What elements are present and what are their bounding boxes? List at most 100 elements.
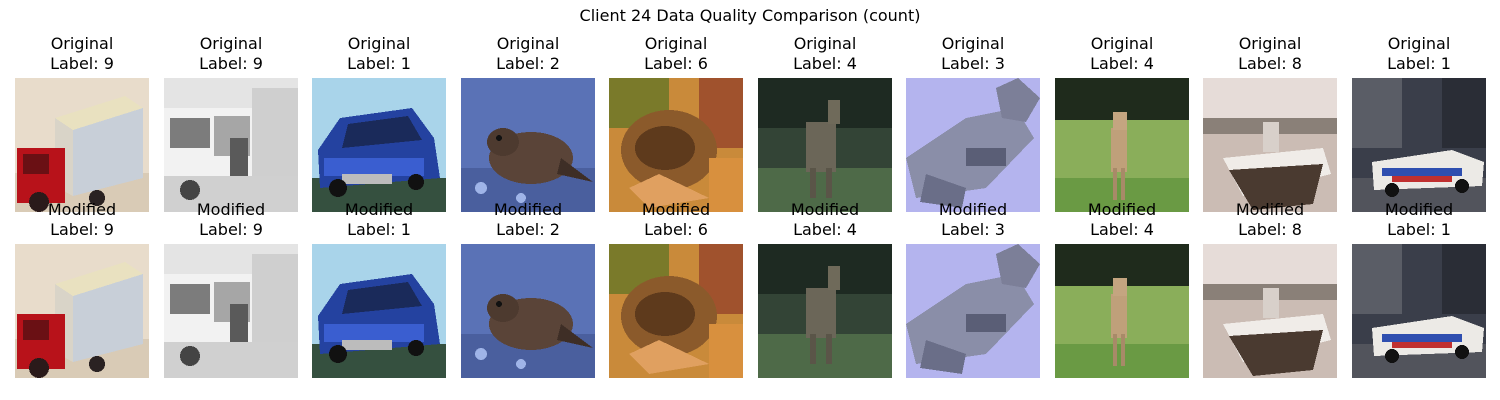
panel-row-label: Original <box>347 34 411 53</box>
sample-image-frog <box>609 78 743 212</box>
panel-row-label: Original <box>1238 34 1302 53</box>
panel-row-label: Modified <box>1235 200 1305 219</box>
panel-class-label: Label: 6 <box>644 220 708 239</box>
panel-class-label: Label: 1 <box>1387 220 1451 239</box>
panel-class-label: Label: 9 <box>50 54 114 73</box>
sample-image-boat <box>1203 78 1337 212</box>
panel-class-label: Label: 4 <box>1090 220 1154 239</box>
panel-class-label: Label: 1 <box>1387 54 1451 73</box>
sample-image-police-car <box>1352 244 1486 378</box>
panel-row-label: Original <box>1090 34 1154 53</box>
panel-row-label: Modified <box>344 200 414 219</box>
sample-image-frog <box>609 244 743 378</box>
panel-class-label: Label: 1 <box>347 220 411 239</box>
figure-title: Client 24 Data Quality Comparison (count… <box>579 6 921 25</box>
panel-row-label: Original <box>644 34 708 53</box>
panel-class-label: Label: 3 <box>941 220 1005 239</box>
panel-row-label: Modified <box>493 200 563 219</box>
sample-image-cat <box>906 78 1040 212</box>
panel-row-label: Original <box>1387 34 1451 53</box>
panel-class-label: Label: 8 <box>1238 220 1302 239</box>
panel-row-label: Modified <box>938 200 1008 219</box>
panel-class-label: Label: 4 <box>1090 54 1154 73</box>
sample-image-truck-gray <box>164 244 298 378</box>
sample-image-bird <box>461 78 595 212</box>
panel-row-label: Modified <box>1087 200 1157 219</box>
panel-row-label: Original <box>50 34 114 53</box>
sample-image-car-blue <box>312 244 446 378</box>
panel-class-label: Label: 2 <box>496 54 560 73</box>
sample-image-car-blue <box>312 78 446 212</box>
panel-row-label: Modified <box>641 200 711 219</box>
panel-class-label: Label: 9 <box>50 220 114 239</box>
panel-class-label: Label: 9 <box>199 220 263 239</box>
panel-class-label: Label: 9 <box>199 54 263 73</box>
sample-image-police-car <box>1352 78 1486 212</box>
sample-image-cat <box>906 244 1040 378</box>
panel-row-label: Modified <box>790 200 860 219</box>
panel-row-label: Modified <box>47 200 117 219</box>
panel-row-label: Original <box>199 34 263 53</box>
panel-class-label: Label: 6 <box>644 54 708 73</box>
sample-image-bird <box>461 244 595 378</box>
panel-class-label: Label: 1 <box>347 54 411 73</box>
sample-image-deer-dark <box>758 244 892 378</box>
panel-class-label: Label: 4 <box>793 54 857 73</box>
sample-image-truck-color <box>15 244 149 378</box>
panel-row-label: Original <box>941 34 1005 53</box>
sample-image-deer-dark <box>758 78 892 212</box>
panel-class-label: Label: 8 <box>1238 54 1302 73</box>
sample-image-truck-color <box>15 78 149 212</box>
panel-row-label: Modified <box>1384 200 1454 219</box>
panel-row-label: Original <box>793 34 857 53</box>
panel-row-label: Original <box>496 34 560 53</box>
panel-class-label: Label: 3 <box>941 54 1005 73</box>
sample-image-deer-field <box>1055 78 1189 212</box>
panel-class-label: Label: 4 <box>793 220 857 239</box>
sample-image-deer-field <box>1055 244 1189 378</box>
sample-image-truck-gray <box>164 78 298 212</box>
sample-image-boat <box>1203 244 1337 378</box>
panel-class-label: Label: 2 <box>496 220 560 239</box>
